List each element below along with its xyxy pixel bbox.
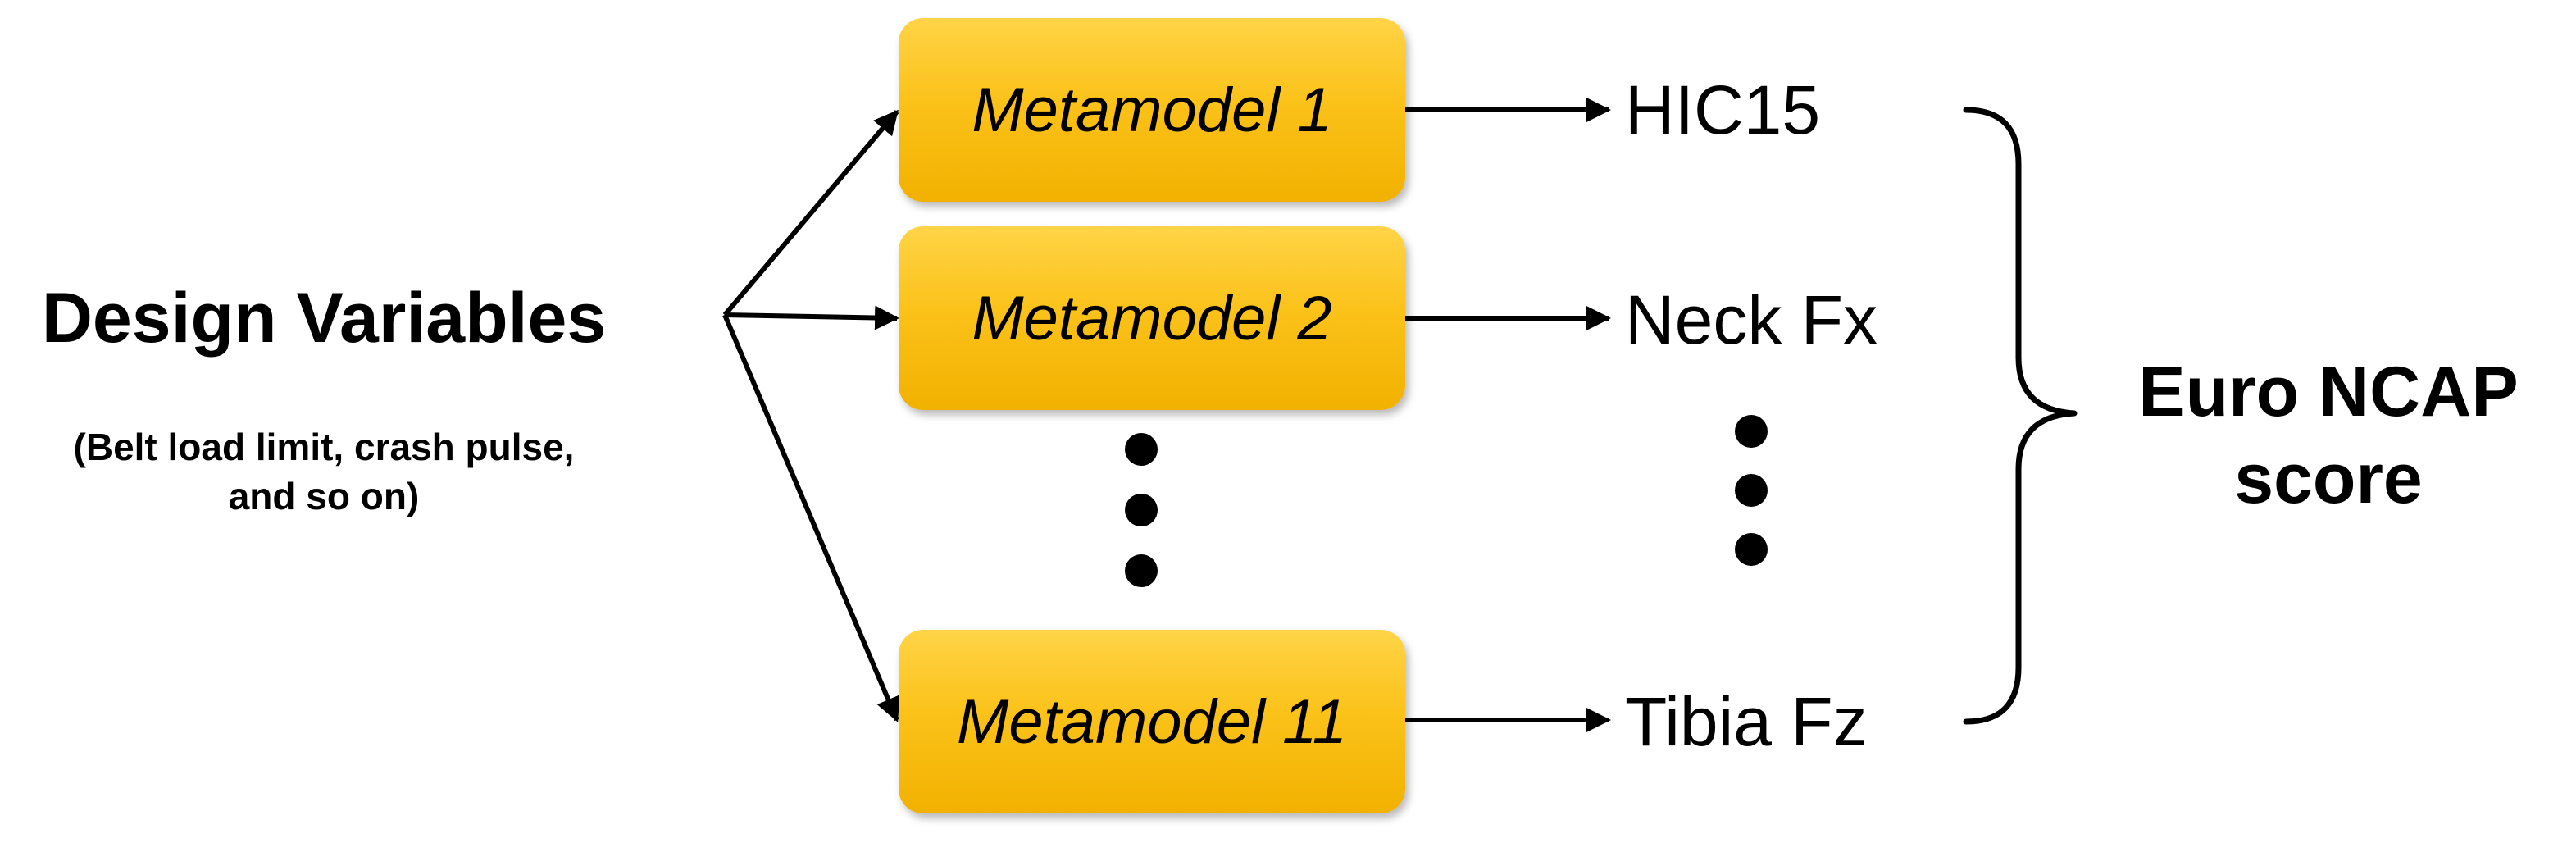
metamodel-ellipsis-dot-2 bbox=[1125, 494, 1158, 526]
output-hic15: HIC15 bbox=[1625, 71, 1821, 148]
output-neck-fx: Neck Fx bbox=[1625, 281, 1878, 358]
design-variables-subtitle: (Belt load limit, crash pulse, and so on… bbox=[0, 422, 648, 521]
euro-ncap-score-line-1: Euro NCAP bbox=[2138, 353, 2519, 431]
arrow-input-to-metamodel-1 bbox=[722, 109, 899, 317]
metamodel-label: Metamodel 1 bbox=[972, 75, 1332, 145]
design-variables-subtitle-line-1: (Belt load limit, crash pulse, bbox=[73, 426, 575, 468]
output-ellipsis-dot-3 bbox=[1735, 533, 1768, 566]
euro-ncap-score-label: Euro NCAP score bbox=[2082, 349, 2574, 522]
metamodel-label: Metamodel 11 bbox=[957, 686, 1347, 757]
right-curly-brace bbox=[1963, 107, 2078, 725]
metamodel-box-2: Metamodel 2 bbox=[899, 226, 1405, 410]
output-ellipsis-dot-2 bbox=[1735, 474, 1768, 507]
metamodel-box-11: Metamodel 11 bbox=[899, 630, 1405, 813]
output-tibia-fz: Tibia Fz bbox=[1625, 683, 1868, 760]
metamodel-ellipsis-dot-1 bbox=[1125, 433, 1158, 466]
output-ellipsis-dot-1 bbox=[1735, 415, 1768, 448]
euro-ncap-score-line-2: score bbox=[2234, 440, 2423, 518]
design-variables-title: Design Variables bbox=[41, 279, 607, 358]
arrow-input-to-metamodel-2 bbox=[724, 305, 899, 330]
design-variables-subtitle-line-2: and so on) bbox=[228, 475, 420, 517]
metamodel-label: Metamodel 2 bbox=[972, 283, 1332, 353]
metamodel-ellipsis-dot-3 bbox=[1125, 554, 1158, 587]
arrow-input-to-metamodel-11 bbox=[722, 313, 900, 722]
metamodel-box-1: Metamodel 1 bbox=[899, 18, 1405, 202]
